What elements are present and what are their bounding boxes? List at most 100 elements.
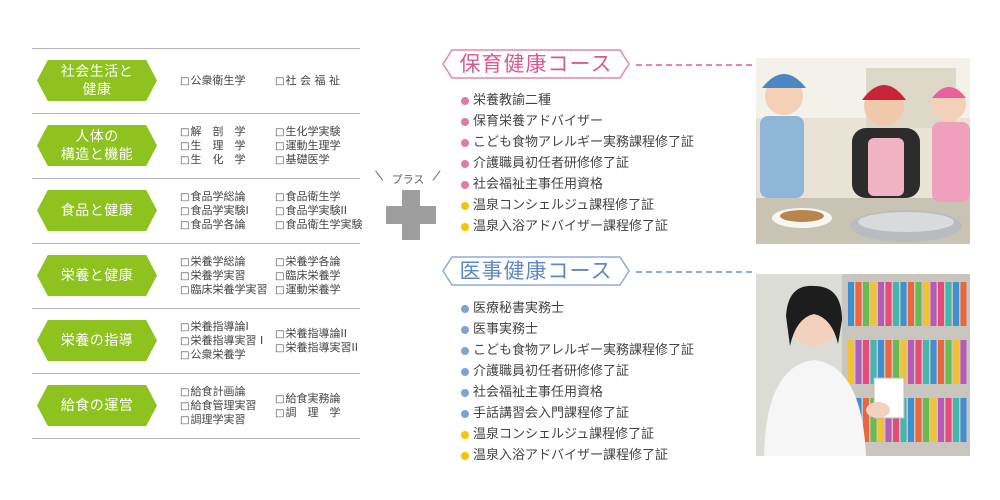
cert-item: 温泉入浴アドバイザー課程修了証	[461, 445, 694, 466]
bullet-dot-icon	[461, 180, 469, 189]
subject-row: 栄養の指導栄養指導論I栄養指導実習 I公衆栄養学栄養指導論II栄養指導実習II	[32, 308, 360, 373]
bullet-dot-icon	[461, 409, 469, 418]
bullet-dot-icon	[461, 430, 469, 439]
cert-item: 介護職員初任者研修修了証	[461, 361, 694, 382]
subject-col2: 社 会 福 祉	[275, 74, 370, 88]
subject-item: 栄養学総論	[180, 255, 275, 269]
subject-item: 基礎医学	[275, 153, 370, 167]
cert-item-text: 温泉コンシェルジュ課程修了証	[473, 427, 655, 442]
subject-item: 運動生理学	[275, 139, 370, 153]
slash-left-icon: \	[374, 167, 385, 185]
cert-item: 介護職員初任者研修修了証	[461, 153, 694, 174]
bullet-dot-icon	[461, 117, 469, 126]
iji-cert-list: 医療秘書実務士医事実務士こども食物アレルギー実務課程修了証介護職員初任者研修修了…	[461, 298, 694, 466]
cert-item-text: こども食物アレルギー実務課程修了証	[473, 343, 695, 358]
cert-item-text: 手話講習会入門課程修了証	[473, 406, 630, 421]
subject-item: 給食計画論	[180, 385, 275, 399]
cert-item: 医療秘書実務士	[461, 298, 694, 319]
subject-item: 給食管理実習	[180, 399, 275, 413]
subject-item: 調 理 学	[275, 406, 370, 420]
subject-col1: 公衆衛生学	[180, 74, 275, 88]
bullet-dot-icon	[461, 201, 469, 210]
category-badge: 給食の運営	[37, 385, 157, 426]
category-badge: 人体の 構造と機能	[37, 125, 157, 166]
bullet-dot-icon	[461, 222, 469, 231]
subject-item: 栄養指導実習 I	[180, 334, 275, 348]
hoiku-title-dash	[636, 64, 752, 66]
subject-item: 生 理 学	[180, 139, 275, 153]
category-badge: 栄養と健康	[37, 255, 157, 296]
cert-item-text: 介護職員初任者研修修了証	[473, 364, 630, 379]
cert-item: 社会福祉主事任用資格	[461, 382, 694, 403]
cert-item: こども食物アレルギー実務課程修了証	[461, 132, 694, 153]
subject-col2: 生化学実験運動生理学基礎医学	[275, 125, 370, 167]
kitchen-class-photo	[756, 58, 970, 244]
bullet-dot-icon	[461, 346, 469, 355]
subject-item: 公衆衛生学	[180, 74, 275, 88]
category-badge: 社会生活と 健康	[37, 60, 157, 101]
cert-item-text: 栄養教諭二種	[473, 93, 552, 108]
subject-item: 栄養指導論II	[275, 327, 370, 341]
cert-item-text: 医事実務士	[473, 322, 539, 337]
subject-item: 食品学各論	[180, 218, 275, 232]
subject-col1: 食品学総論食品学実験I食品学各論	[180, 190, 275, 232]
bullet-dot-icon	[461, 138, 469, 147]
hoiku-course-title: 保育健康コース	[442, 49, 752, 79]
subject-item: 生化学実験	[275, 125, 370, 139]
cert-item-text: 温泉入浴アドバイザー課程修了証	[473, 448, 669, 463]
cert-item-text: 温泉入浴アドバイザー課程修了証	[473, 219, 669, 234]
cert-item-text: 保育栄養アドバイザー	[473, 114, 604, 129]
iji-title-frame	[442, 256, 630, 286]
subject-row: 食品と健康食品学総論食品学実験I食品学各論食品衛生学食品学実験II食品衛生学実験	[32, 178, 362, 243]
iji-title-dash	[636, 271, 752, 273]
subject-item: 食品学総論	[180, 190, 275, 204]
subject-col1: 解 剖 学生 理 学生 化 学	[180, 125, 275, 167]
subject-item: 臨床栄養学	[275, 269, 370, 283]
subject-col2: 給食実務論調 理 学	[275, 392, 370, 420]
subject-item: 食品学実験I	[180, 204, 275, 218]
category-badge: 食品と健康	[37, 190, 157, 231]
subject-row: 給食の運営給食計画論給食管理実習調理学実習給食実務論調 理 学	[32, 373, 360, 439]
cert-item: こども食物アレルギー実務課程修了証	[461, 340, 694, 361]
hoiku-title-frame	[442, 49, 630, 79]
cert-item: 社会福祉主事任用資格	[461, 174, 694, 195]
hoiku-title-text: 保育健康コース	[459, 52, 613, 76]
subject-row: 栄養と健康栄養学総論栄養学実習臨床栄養学実習栄養学各論臨床栄養学運動栄養学	[32, 243, 360, 308]
plus-icon	[386, 190, 436, 240]
subject-col2: 食品衛生学食品学実験II食品衛生学実験	[275, 190, 370, 232]
hoiku-cert-list: 栄養教諭二種保育栄養アドバイザーこども食物アレルギー実務課程修了証介護職員初任者…	[461, 90, 694, 237]
subject-item: 食品衛生学実験	[275, 218, 370, 232]
subject-item: 食品衛生学	[275, 190, 370, 204]
category-badge: 栄養の指導	[37, 320, 157, 361]
cert-item-text: 温泉コンシェルジュ課程修了証	[473, 198, 655, 213]
slash-right-icon: /	[431, 167, 442, 185]
cert-item: 栄養教諭二種	[461, 90, 694, 111]
bullet-dot-icon	[461, 159, 469, 168]
subject-item: 調理学実習	[180, 413, 275, 427]
medical-records-photo	[756, 274, 970, 456]
subject-item: 食品学実験II	[275, 204, 370, 218]
cert-item: 温泉コンシェルジュ課程修了証	[461, 195, 694, 216]
subject-item: 社 会 福 祉	[275, 74, 370, 88]
subject-item: 解 剖 学	[180, 125, 275, 139]
cert-item-text: 医療秘書実務士	[473, 301, 565, 316]
subject-item: 栄養指導論I	[180, 320, 275, 334]
subject-item: 公衆栄養学	[180, 348, 275, 362]
cert-item: 温泉入浴アドバイザー課程修了証	[461, 216, 694, 237]
subject-item: 給食実務論	[275, 392, 370, 406]
bullet-dot-icon	[461, 96, 469, 105]
subject-item: 臨床栄養学実習	[180, 283, 275, 297]
subject-item: 栄養指導実習II	[275, 341, 370, 355]
cert-item: 保育栄養アドバイザー	[461, 111, 694, 132]
subject-row: 人体の 構造と機能解 剖 学生 理 学生 化 学生化学実験運動生理学基礎医学	[32, 113, 360, 178]
subject-item: 運動栄養学	[275, 283, 370, 297]
subject-col1: 栄養学総論栄養学実習臨床栄養学実習	[180, 255, 275, 297]
iji-course-title: 医事健康コース	[442, 256, 752, 286]
subject-col1: 栄養指導論I栄養指導実習 I公衆栄養学	[180, 320, 275, 362]
subject-row: 社会生活と 健康公衆衛生学社 会 福 祉	[32, 48, 360, 113]
bullet-dot-icon	[461, 325, 469, 334]
bullet-dot-icon	[461, 451, 469, 460]
plus-label: \ プラス /	[374, 167, 442, 188]
subject-item: 栄養学各論	[275, 255, 370, 269]
subject-col2: 栄養学各論臨床栄養学運動栄養学	[275, 255, 370, 297]
